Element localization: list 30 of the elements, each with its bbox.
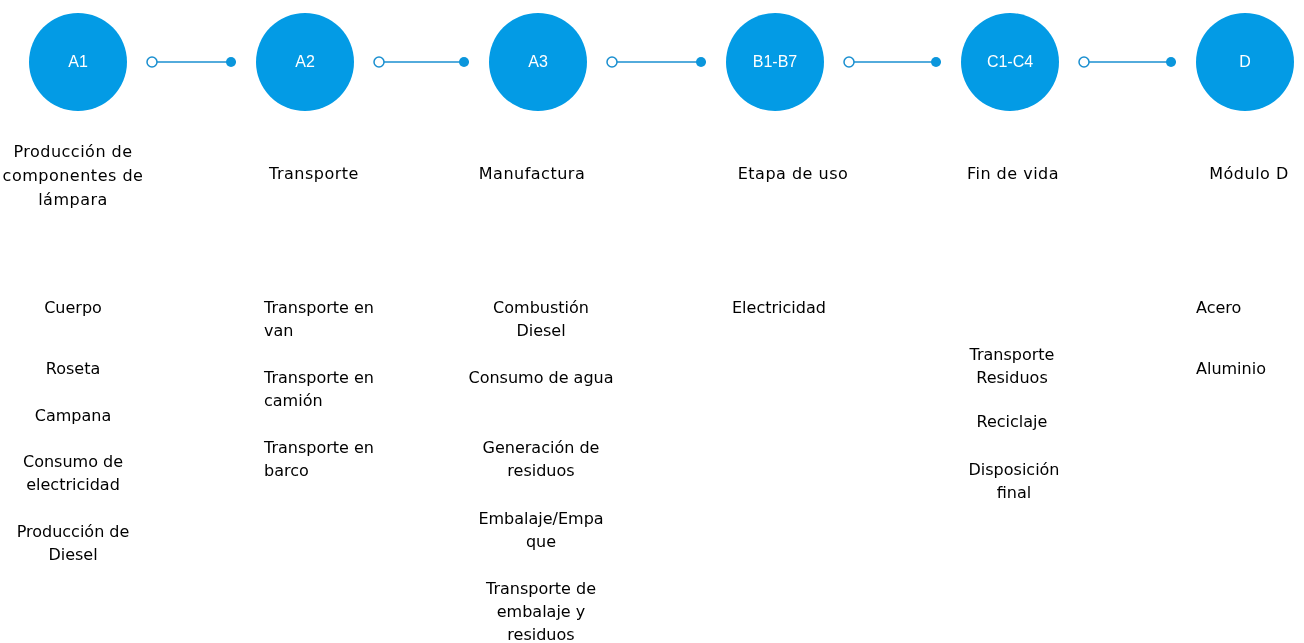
item-text: Generación de residuos: [481, 437, 601, 482]
stage-heading: Manufactura: [477, 163, 587, 185]
connector-line: [606, 56, 707, 68]
connector-line: [146, 56, 237, 68]
connector-line: [1078, 56, 1177, 68]
connector-line: [373, 56, 470, 68]
stage-heading: Transporte: [268, 163, 360, 185]
stage-heading: Etapa de uso: [736, 163, 850, 185]
item-text: Electricidad: [732, 297, 827, 319]
item-text: Cuerpo: [43, 297, 103, 319]
item-text: Producción de Diesel: [15, 521, 131, 566]
item-text: Roseta: [44, 358, 102, 380]
stage-heading: Producción de componentes de lámpara: [1, 141, 145, 211]
item-text: Disposición final: [967, 459, 1061, 504]
item-text: Embalaje/Empaque: [477, 508, 605, 553]
item-text: Transporte Residuos: [968, 344, 1056, 389]
connector-line: [843, 56, 942, 68]
item-text: Transporte en van: [264, 297, 375, 342]
stage-heading: Módulo D: [1208, 163, 1290, 185]
item-text: Combustión Diesel: [492, 297, 590, 342]
item-text: Aluminio: [1196, 358, 1267, 380]
item-text: Reciclaje: [975, 411, 1049, 433]
item-text: Transporte en barco: [264, 437, 374, 482]
item-text: Consumo de electricidad: [21, 451, 124, 496]
stage-heading: Fin de vida: [965, 163, 1061, 185]
item-text: Campana: [33, 405, 113, 427]
item-text: Consumo de agua: [467, 367, 615, 389]
item-text: Transporte de embalaje y residuos: [485, 578, 597, 643]
item-text: Acero: [1196, 297, 1243, 319]
item-text: Transporte en camión: [264, 367, 374, 412]
